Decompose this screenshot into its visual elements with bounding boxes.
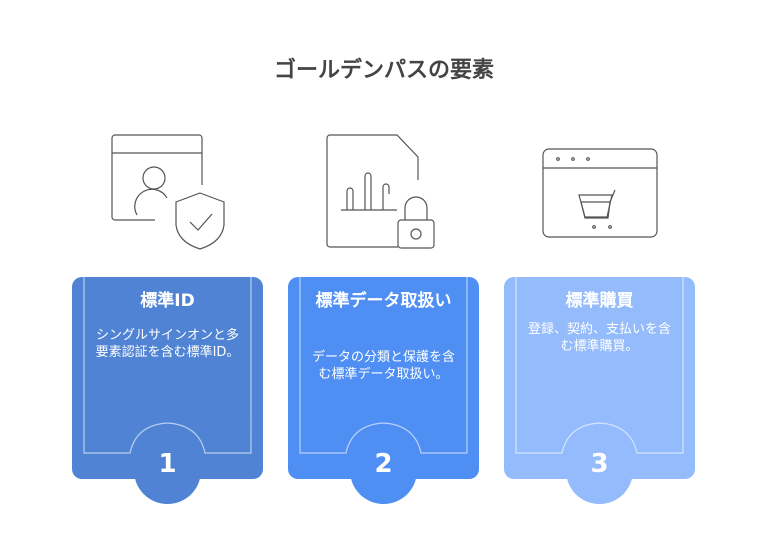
user-shield-icon	[111, 134, 225, 250]
document-chart-lock-icon	[326, 134, 435, 249]
step-circle	[134, 437, 201, 504]
card-1: 1 標準ID シングルサインオンと多要素認証を含む標準ID。	[72, 277, 263, 504]
page-title: ゴールデンパスの要素	[273, 58, 494, 83]
step-number: 1	[158, 449, 177, 479]
browser-cart-icon	[542, 148, 658, 238]
card-description: シングルサインオンと多要素認証を含む標準ID。	[95, 328, 240, 360]
card-3: 3 標準購買 登録、契約、支払いを含む標準購買。	[504, 277, 695, 504]
card-2: 2 標準データ取扱い データの分類と保護を含む標準データ取扱い。	[288, 277, 479, 504]
card-title: 標準購買	[565, 291, 634, 311]
card-title: 標準データ取扱い	[315, 291, 452, 311]
card-border	[515, 277, 684, 454]
step-number: 2	[374, 449, 393, 479]
step-number: 3	[590, 449, 609, 479]
card-border	[83, 277, 252, 454]
card-description: 登録、契約、支払いを含む標準購買。	[527, 322, 671, 354]
step-circle	[566, 437, 633, 504]
card-description: データの分類と保護を含む標準データ取扱い。	[311, 350, 455, 382]
card-title: 標準ID	[140, 291, 195, 311]
step-circle	[350, 437, 417, 504]
card-border	[299, 277, 468, 454]
